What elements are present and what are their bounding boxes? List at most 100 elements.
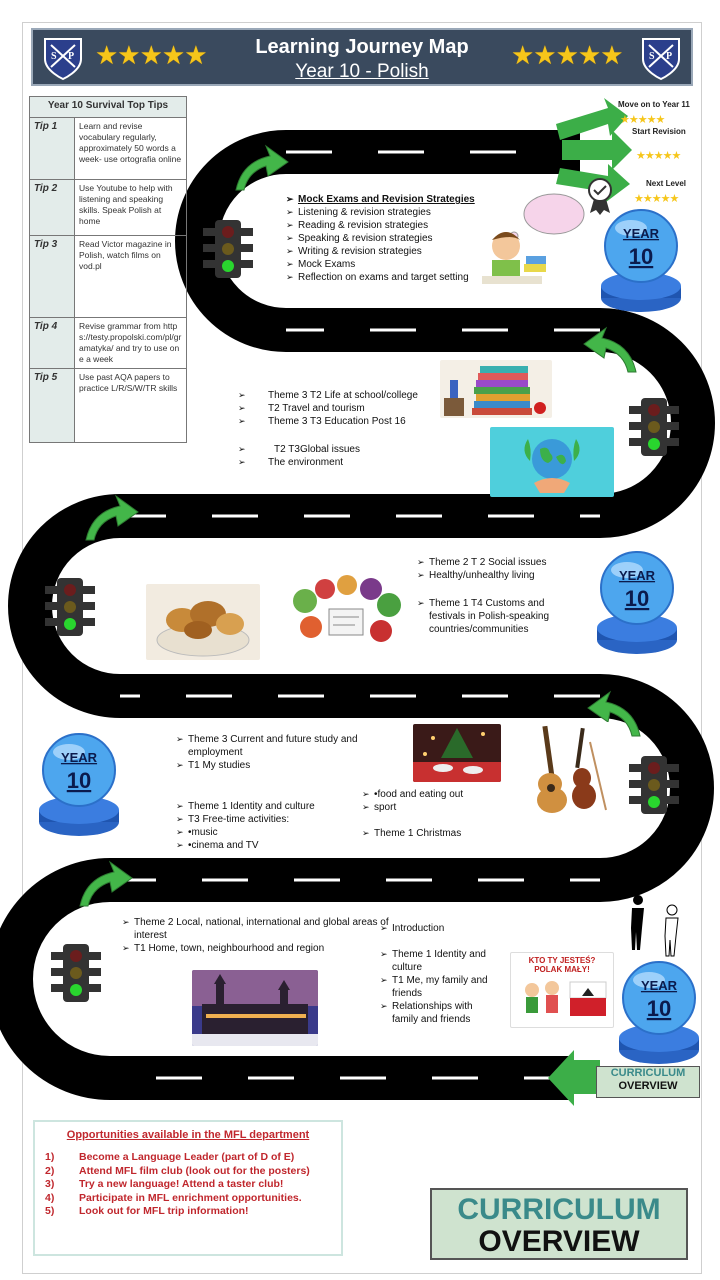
introduction-list: Introduction: [380, 922, 500, 935]
page-title: Learning Journey Map: [255, 36, 469, 58]
year-badge-globe: YEAR 10: [39, 733, 119, 836]
food-sport-list: •food and eating out sport: [362, 788, 482, 814]
green-turn-arrow-icon: [79, 860, 133, 907]
tip-text: Learn and revise vocabulary regularly, a…: [74, 117, 187, 180]
tip-name: Tip 4: [29, 317, 75, 369]
item-number: 2): [45, 1164, 55, 1177]
list-item: Listening & revision strategies: [286, 206, 496, 219]
list-item: •music: [176, 826, 366, 839]
year-label: YEAR: [623, 226, 660, 241]
list-item: Theme 1 T4 Customs and festivals in Poli…: [417, 597, 567, 636]
green-turn-arrow-icon: [85, 494, 139, 541]
global-issues-list: T2 T3Global issues The environment: [238, 443, 438, 469]
curriculum-label: CURRICULUM: [610, 1067, 686, 1079]
item-number: 3): [45, 1178, 55, 1190]
list-item: Reflection on exams and target setting: [286, 271, 496, 284]
year-number: 10: [67, 768, 91, 793]
person-silhouette-icon: [631, 895, 679, 957]
curriculum-label: CURRICULUM: [457, 1193, 661, 1226]
list-item: •cinema and TV: [176, 839, 366, 852]
year-number: 10: [647, 996, 671, 1021]
list-item: T2 T3Global issues: [238, 443, 438, 456]
identity-list: Theme 1 Identity and culture T3 Free-tim…: [176, 800, 366, 852]
list-item: Introduction: [380, 922, 500, 935]
svg-text:S: S: [51, 51, 57, 62]
green-level-arrow-icon: [556, 98, 628, 140]
tip-name: Tip 2: [29, 179, 75, 236]
earth-environment-illustration: [490, 427, 614, 497]
overview-label: OVERVIEW: [478, 1225, 640, 1258]
tip-name: Tip 1: [29, 117, 75, 180]
year-badge-globe: YEAR 10: [597, 551, 677, 654]
list-item: The environment: [238, 456, 438, 469]
level-stars: ★★★★★: [636, 150, 681, 162]
list-item: 2) Attend MFL film club (look out for the…: [35, 1165, 341, 1179]
list-item: Theme 3 T3 Education Post 16: [238, 415, 438, 428]
rating-stars-left: ★★★★★: [95, 40, 208, 70]
tip-text: Use past AQA papers to practice L/R/S/W/…: [74, 368, 187, 443]
green-turn-arrow-icon: [235, 144, 289, 191]
curriculum-overview-sign: CURRICULUM OVERVIEW: [430, 1188, 688, 1260]
level-stars: ★★★★★: [620, 114, 665, 126]
year-label: YEAR: [61, 750, 98, 765]
year-number: 10: [625, 586, 649, 611]
green-turn-arrow-icon: [583, 326, 637, 373]
mock-exams-title: Mock Exams and Revision Strategies: [286, 193, 496, 206]
musical-instruments-illustration: [524, 722, 610, 814]
year-badge-globe: YEAR 10: [601, 209, 681, 312]
list-item: 3)Try a new language! Attend a taster cl…: [35, 1178, 341, 1192]
list-item: •food and eating out: [362, 788, 482, 801]
list-item: Relationships with family and friends: [380, 1000, 500, 1026]
list-item: 5)Look out for MFL trip information!: [35, 1205, 341, 1219]
opportunities-heading: Opportunities available in the MFL depar…: [66, 1129, 310, 1141]
award-badge-icon: [588, 178, 612, 215]
overview-label: OVERVIEW: [618, 1080, 678, 1092]
tip-name: Tip 3: [29, 235, 75, 318]
study-list: Theme 3 Current and future study and emp…: [176, 733, 376, 772]
mock-exams-list: Mock Exams and Revision Strategies Liste…: [286, 193, 496, 284]
christmas-dinner-illustration: [413, 724, 501, 782]
opportunities-list: 1)Become a Language Leader (part of D of…: [35, 1151, 341, 1219]
list-item: Healthy/unhealthy living: [417, 569, 567, 582]
poster-line-1: KTO TY JESTEŚ?: [528, 956, 596, 965]
list-item: Theme 1 Christmas: [362, 827, 482, 840]
list-item: 1)Become a Language Leader (part of D of…: [35, 1151, 341, 1165]
tip-text: Use Youtube to help with listening and s…: [74, 179, 187, 236]
level-stars: ★★★★★: [634, 193, 679, 205]
item-text: Attend MFL film club (look out for the p…: [79, 1164, 310, 1177]
opportunities-box: Opportunities available in the MFL depar…: [33, 1120, 343, 1256]
traffic-light-icon: [629, 756, 679, 814]
list-item: sport: [362, 801, 482, 814]
list-item: T1 My studies: [176, 759, 376, 772]
next-level-label: Next Level: [646, 179, 687, 188]
traffic-light-icon: [45, 578, 95, 636]
list-item: Theme 1 Identity and culture: [380, 948, 500, 974]
header-banner: S P ★★★★★ Learning Journey Map Year 10 -…: [31, 28, 693, 86]
tip-text: Read Victor magazine in Polish, watch fi…: [74, 235, 187, 318]
polish-poster: KTO TY JESTEŚ? POLAK MAŁY!: [510, 952, 614, 1028]
list-item: Writing & revision strategies: [286, 245, 496, 258]
student-thinking-illustration: [482, 193, 585, 284]
list-item: Theme 1 Identity and culture: [176, 800, 366, 813]
year-badge-globe: YEAR 10: [619, 961, 699, 1064]
list-item: T3 Free-time activities:: [176, 813, 366, 826]
books-illustration: [440, 360, 552, 418]
item-number: 5): [45, 1205, 55, 1217]
list-item: T1 Me, my family and friends: [380, 974, 500, 1000]
theme3-list: Theme 3 T2 Life at school/college T2 Tra…: [238, 389, 438, 428]
traffic-light-icon: [203, 220, 253, 278]
list-item: T1 Home, town, neighbourhood and region: [122, 942, 394, 955]
year-label: YEAR: [619, 568, 656, 583]
family-list: Theme 1 Identity and culture T1 Me, my f…: [380, 948, 500, 1026]
svg-text:P: P: [666, 51, 672, 62]
green-turn-arrow-icon: [587, 690, 641, 737]
school-crest-icon: S P: [642, 38, 680, 81]
item-number: 4): [45, 1191, 55, 1204]
item-text: Participate in MFL enrichment opportunit…: [79, 1191, 302, 1204]
list-item: Mock Exams: [286, 258, 496, 271]
list-item: Theme 2 T 2 Social issues: [417, 556, 567, 569]
traffic-light-icon: [629, 398, 679, 456]
